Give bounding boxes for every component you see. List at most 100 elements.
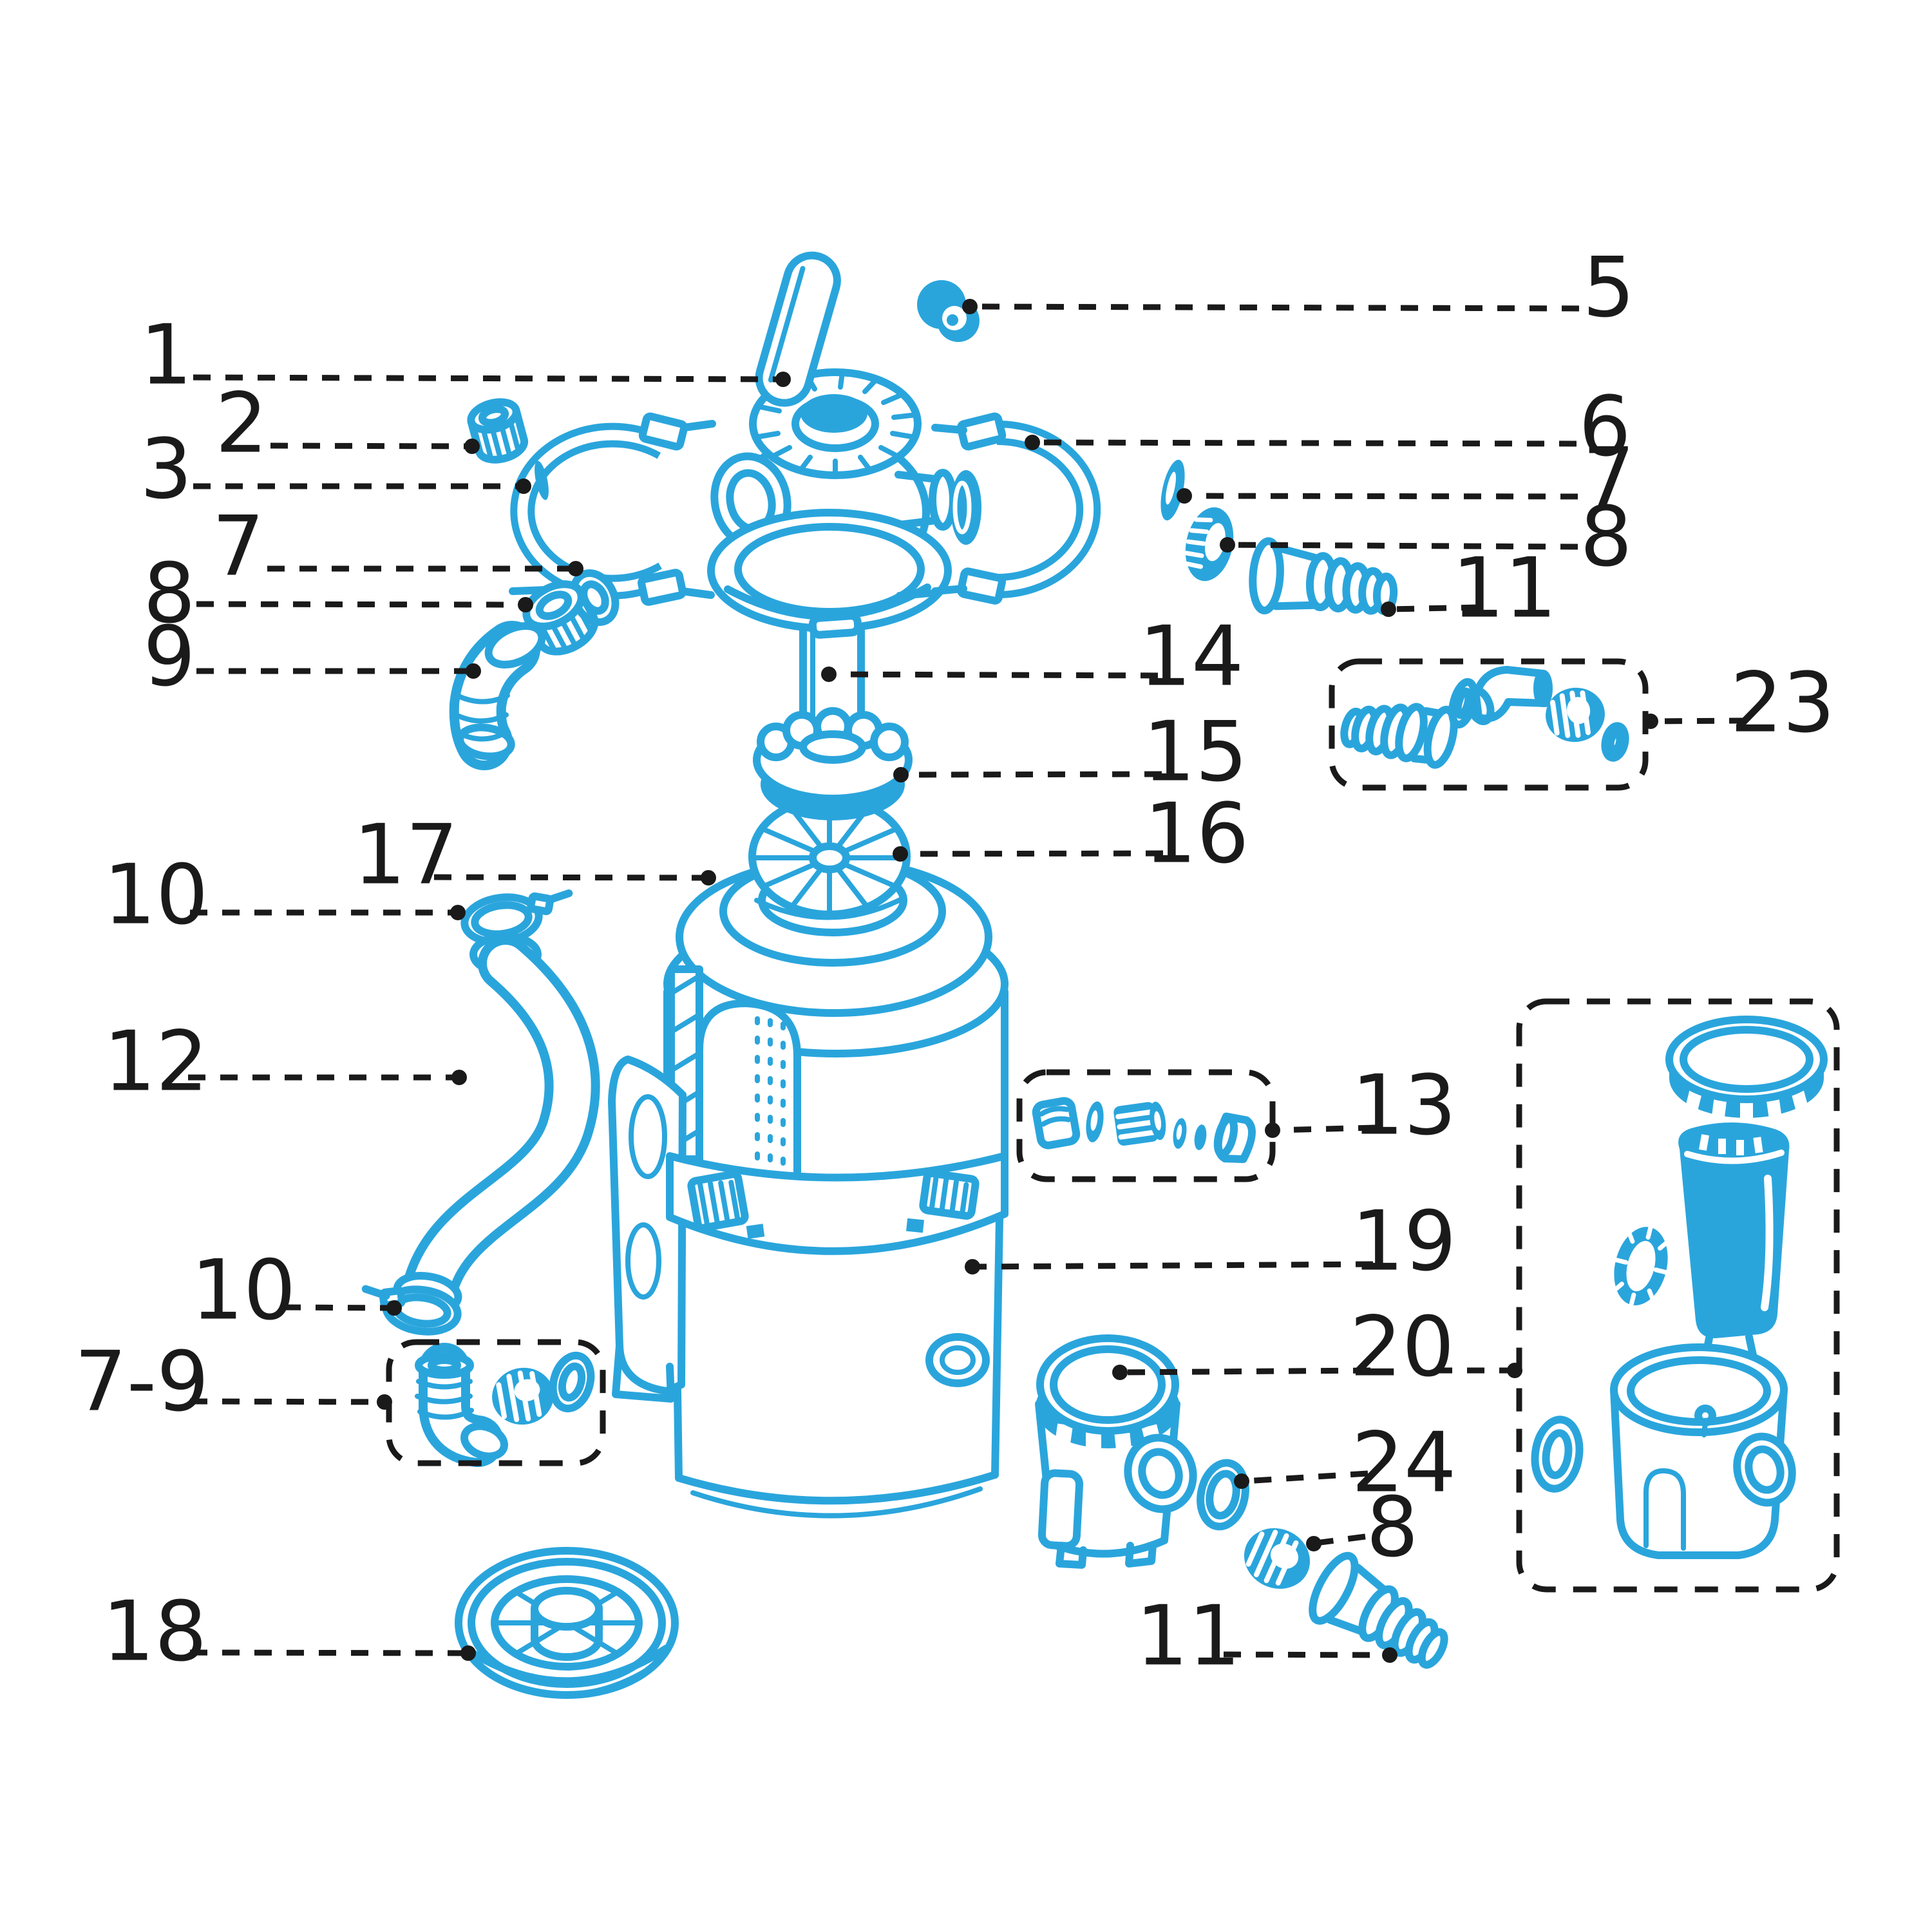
prefilter-oring bbox=[1611, 1225, 1671, 1307]
leader-line-7 bbox=[1186, 493, 1578, 500]
leader-dot-8 bbox=[1306, 1536, 1321, 1551]
part-label-7-9: 7-9 bbox=[74, 1334, 209, 1430]
leader-dot-7-9 bbox=[377, 1394, 392, 1410]
leader-line-16 bbox=[902, 850, 1164, 857]
nut-part8-bottom bbox=[1244, 1528, 1311, 1589]
leader-dot-5 bbox=[962, 299, 978, 314]
leader-dot-8 bbox=[518, 597, 533, 612]
pump-housing bbox=[1035, 1334, 1197, 1569]
part-label-23: 23 bbox=[1730, 656, 1835, 752]
prefilter-kit-box-20 bbox=[1516, 998, 1840, 1593]
elbow-hose-part9 bbox=[449, 621, 546, 770]
leader-dot-10 bbox=[386, 1300, 402, 1316]
leader-line-5 bbox=[971, 303, 1580, 312]
washer-part3 bbox=[535, 460, 549, 500]
leader-line-11 bbox=[1223, 1651, 1388, 1658]
nut-part8-right bbox=[1184, 507, 1234, 582]
elbow-adapter-parts-7-9 bbox=[415, 1343, 595, 1467]
leader-dot-3 bbox=[516, 478, 531, 494]
part-label-11: 11 bbox=[1452, 541, 1557, 637]
leader-dot-13 bbox=[1265, 1122, 1280, 1138]
nut-part2 bbox=[467, 398, 529, 464]
leader-dot-24 bbox=[1234, 1473, 1249, 1489]
leader-line-8 bbox=[1229, 542, 1578, 550]
part-label-20: 20 bbox=[1350, 1300, 1455, 1396]
part-label-5: 5 bbox=[1582, 240, 1634, 336]
part-label-19: 19 bbox=[1352, 1194, 1457, 1290]
leader-dot-12 bbox=[451, 1070, 467, 1085]
part-label-10: 10 bbox=[191, 1243, 296, 1339]
prefilter-small-oring bbox=[1531, 1416, 1584, 1493]
elbow-adapter-parts bbox=[1340, 666, 1629, 769]
drain-kit-box-13 bbox=[1016, 1069, 1276, 1182]
leader-dot-19 bbox=[965, 1259, 980, 1274]
leader-dot-2 bbox=[464, 439, 480, 454]
multiport-valve bbox=[707, 251, 981, 639]
leader-dot-17 bbox=[701, 870, 716, 886]
prefilter-cup bbox=[1610, 1343, 1796, 1559]
nut-in-box7-9 bbox=[492, 1367, 554, 1425]
prefilter-assembly bbox=[1531, 1016, 1828, 1559]
leader-dot-7 bbox=[1177, 488, 1192, 504]
leader-line-19 bbox=[974, 1261, 1374, 1270]
leader-dot-1 bbox=[775, 372, 791, 387]
leader-line-1 bbox=[193, 374, 782, 383]
part-label-8: 8 bbox=[143, 546, 195, 642]
tank-flange bbox=[753, 707, 913, 820]
tank-band-clamp bbox=[666, 1152, 1009, 1255]
part-label-9: 9 bbox=[143, 609, 195, 705]
part-label-7: 7 bbox=[1582, 431, 1634, 527]
leader-dot-18 bbox=[460, 1645, 476, 1661]
leader-line-8 bbox=[196, 601, 524, 608]
leader-dot-23 bbox=[1643, 714, 1658, 729]
part-label-1: 1 bbox=[140, 308, 192, 404]
part-label-18: 18 bbox=[102, 1584, 207, 1680]
leader-dot-14 bbox=[821, 667, 837, 682]
part-label-8: 8 bbox=[1366, 1480, 1418, 1576]
nut-in-box23 bbox=[1546, 687, 1605, 743]
part-label-14: 14 bbox=[1139, 609, 1244, 705]
part-label-3: 3 bbox=[140, 422, 192, 518]
base-diffuser-part18 bbox=[455, 1547, 679, 1699]
leader-dot-7 bbox=[568, 561, 583, 576]
leader-dot-15 bbox=[893, 767, 909, 782]
leader-dot-6 bbox=[1025, 435, 1040, 450]
leader-dot-9 bbox=[466, 663, 481, 679]
o-ring-part24 bbox=[1197, 1459, 1249, 1531]
leader-dot-11 bbox=[1382, 1647, 1397, 1663]
part-label-12: 12 bbox=[104, 1014, 209, 1110]
part-label-2: 2 bbox=[215, 376, 267, 472]
part-label-24: 24 bbox=[1352, 1416, 1457, 1511]
leader-dot-11 bbox=[1381, 601, 1396, 617]
nut-part8-left bbox=[522, 580, 599, 656]
part-label-6: 6 bbox=[1578, 379, 1631, 475]
leader-dot-8 bbox=[1220, 537, 1235, 553]
part-label-8: 8 bbox=[1580, 489, 1632, 585]
leader-line-24 bbox=[1243, 1470, 1368, 1484]
drain-valve-parts bbox=[1032, 1097, 1256, 1164]
washer-part7-right bbox=[1160, 459, 1185, 521]
part-label-10: 10 bbox=[104, 848, 209, 943]
leader-dot-10 bbox=[450, 905, 466, 920]
leader-line-14 bbox=[830, 671, 1159, 679]
leader-line-20 bbox=[1121, 1367, 1371, 1376]
leader-line-15 bbox=[902, 771, 1162, 778]
leader-line-6 bbox=[1034, 439, 1577, 447]
leader-line-17 bbox=[433, 874, 707, 881]
part-label-7: 7 bbox=[212, 499, 264, 595]
leader-line-8 bbox=[1315, 1533, 1366, 1546]
part-label-11: 11 bbox=[1136, 1589, 1241, 1685]
leader-line-11 bbox=[1390, 604, 1479, 612]
valve-handle bbox=[755, 251, 841, 407]
part-label-15: 15 bbox=[1143, 705, 1248, 800]
part-label-16: 16 bbox=[1144, 786, 1249, 882]
leader-dot-20 bbox=[1112, 1365, 1128, 1380]
part-label-13: 13 bbox=[1352, 1058, 1457, 1154]
washer-part7-left bbox=[569, 569, 620, 627]
strainer-basket bbox=[1678, 1122, 1790, 1361]
leader-dot2-20 bbox=[1507, 1363, 1522, 1378]
hose-adapter-part11-bottom bbox=[1309, 1551, 1448, 1669]
leader-line-13 bbox=[1274, 1124, 1376, 1133]
leader-dot-16 bbox=[893, 846, 908, 862]
